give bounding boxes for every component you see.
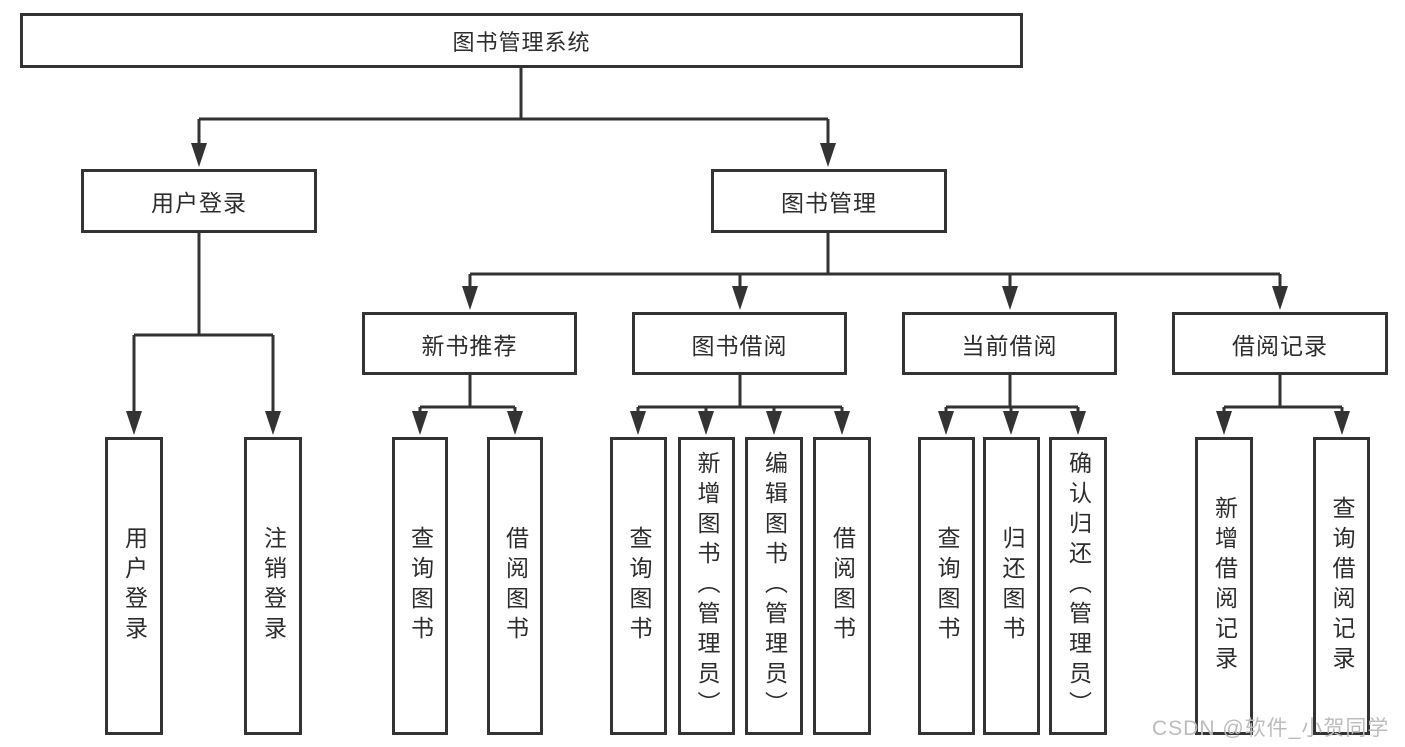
node-book-borrow-label: 图书借阅 <box>691 332 788 359</box>
node-user-login-branch-label: 用户登录 <box>151 190 247 216</box>
leaf-borrow-edit-books-admin-label: 编辑图书（管理员） <box>761 451 788 721</box>
node-root-system: 图书管理系统 <box>20 13 1023 68</box>
leaf-user-login: 用户登录 <box>105 437 163 735</box>
leaf-record-add-borrow-record: 新增借阅记录 <box>1195 437 1253 735</box>
node-current-borrow-label: 当前借阅 <box>961 332 1058 359</box>
node-book-management-branch-label: 图书管理 <box>781 190 877 216</box>
leaf-user-login-label: 用户登录 <box>121 526 148 646</box>
leaf-recommend-query-books-label: 查询图书 <box>407 526 434 646</box>
leaf-borrow-borrow-books: 借阅图书 <box>813 437 871 735</box>
leaf-logout-label: 注销登录 <box>260 526 287 646</box>
csdn-watermark: CSDN @软件_小贺同学 <box>1152 717 1390 740</box>
leaf-current-return-books-label: 归还图书 <box>999 526 1025 646</box>
node-book-borrow: 图书借阅 <box>632 312 847 375</box>
leaf-current-query-books-label: 查询图书 <box>934 526 960 646</box>
leaf-borrow-query-books-label: 查询图书 <box>626 526 652 646</box>
node-user-login-branch: 用户登录 <box>81 169 317 233</box>
node-book-management-branch: 图书管理 <box>711 169 947 233</box>
leaf-record-add-borrow-record-label: 新增借阅记录 <box>1211 496 1238 676</box>
leaf-recommend-borrow-books: 借阅图书 <box>487 437 543 735</box>
node-new-book-recommend-label: 新书推荐 <box>421 332 518 359</box>
node-root-label: 图书管理系统 <box>452 29 591 55</box>
leaf-borrow-borrow-books-label: 借阅图书 <box>829 526 856 646</box>
leaf-current-confirm-return-admin-label: 确认归还（管理员） <box>1065 451 1092 721</box>
leaf-recommend-query-books: 查询图书 <box>392 437 448 735</box>
leaf-borrow-edit-books-admin: 编辑图书（管理员） <box>745 437 803 735</box>
leaf-recommend-borrow-books-label: 借阅图书 <box>502 526 529 646</box>
leaf-logout: 注销登录 <box>244 437 302 735</box>
leaf-current-query-books: 查询图书 <box>918 437 975 735</box>
node-borrow-record-label: 借阅记录 <box>1232 332 1328 359</box>
node-borrow-record: 借阅记录 <box>1172 312 1388 375</box>
leaf-current-confirm-return-admin: 确认归还（管理员） <box>1049 437 1107 735</box>
leaf-borrow-add-books-admin-label: 新增图书（管理员） <box>694 451 720 721</box>
node-new-book-recommend: 新书推荐 <box>362 312 577 375</box>
leaf-record-query-borrow-record-label: 查询借阅记录 <box>1329 496 1355 676</box>
leaf-current-return-books: 归还图书 <box>983 437 1040 735</box>
node-current-borrow: 当前借阅 <box>902 312 1117 375</box>
leaf-borrow-query-books: 查询图书 <box>610 437 667 735</box>
leaf-borrow-add-books-admin: 新增图书（管理员） <box>678 437 735 735</box>
leaf-record-query-borrow-record: 查询借阅记录 <box>1313 437 1370 735</box>
